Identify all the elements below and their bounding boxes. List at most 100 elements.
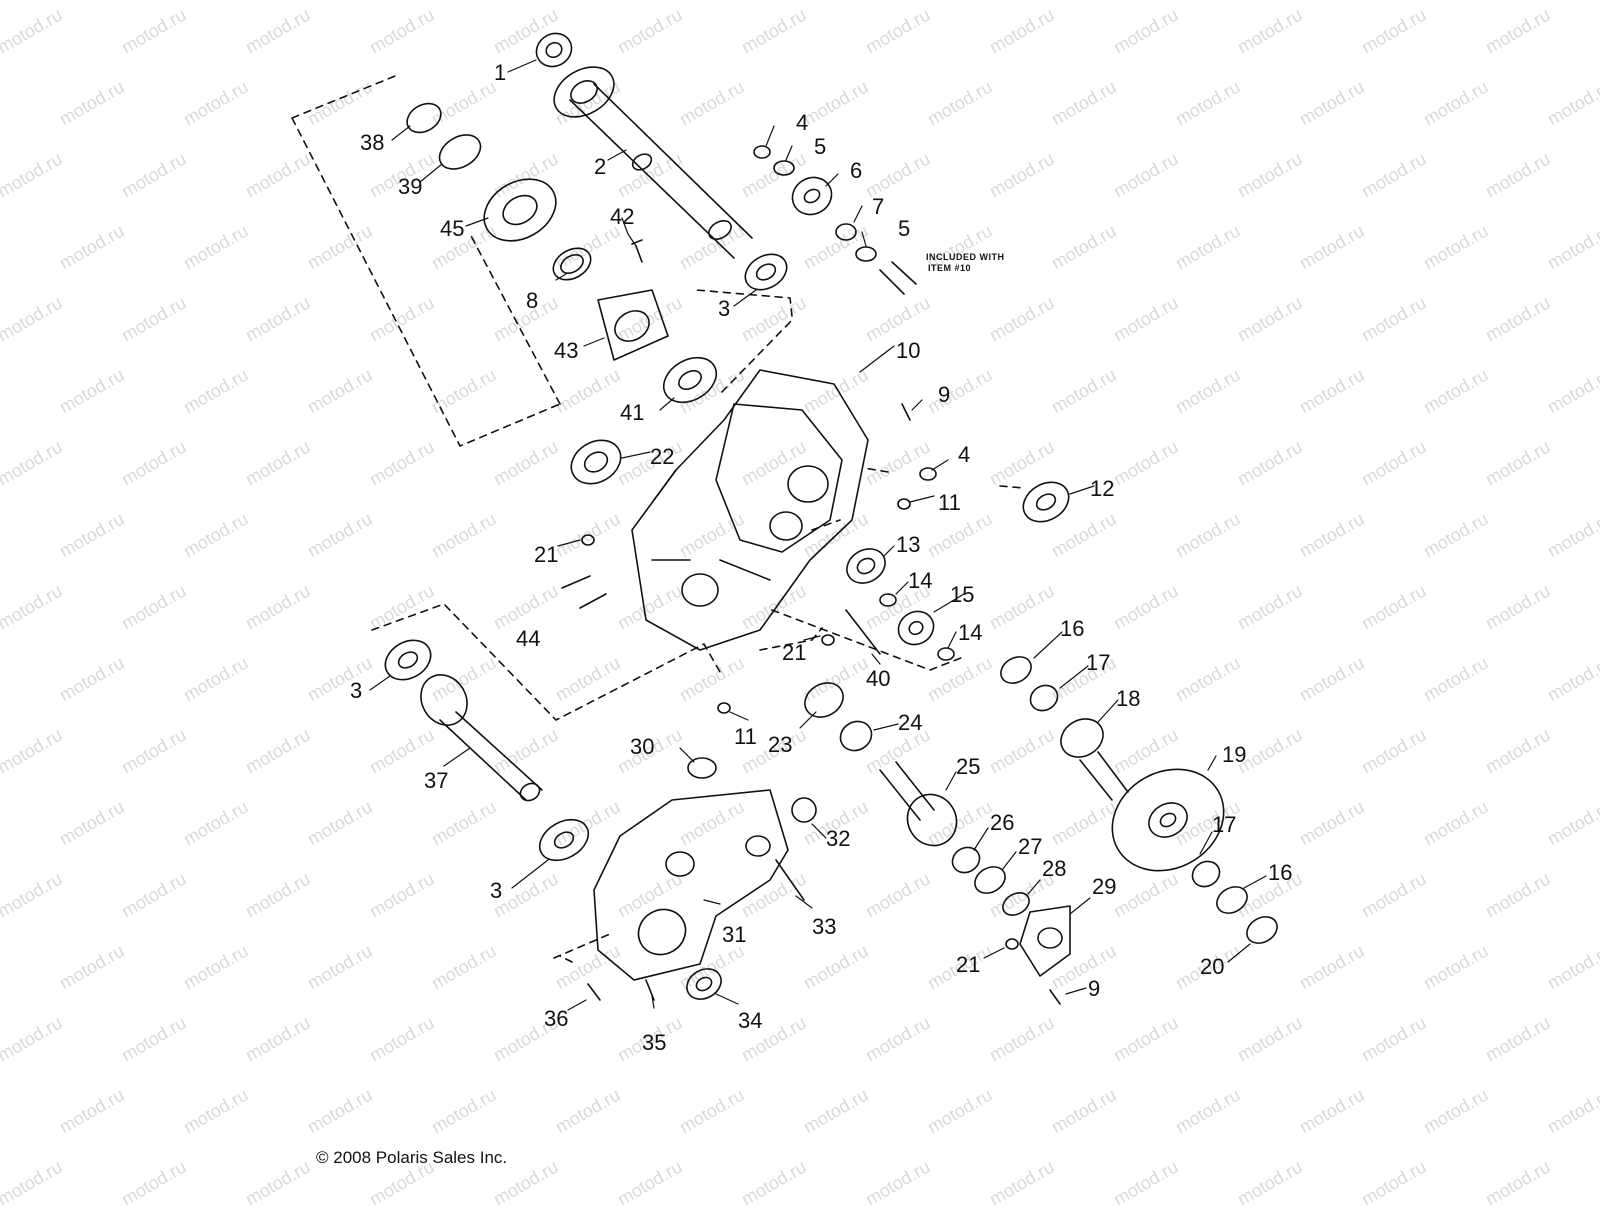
bolts-44 — [561, 575, 607, 609]
callout-label: 17 — [1212, 812, 1237, 837]
bolt-35 — [645, 979, 655, 1001]
bearing-41 — [662, 356, 718, 404]
pin-40 — [845, 609, 881, 655]
bearing-12 — [1022, 481, 1070, 523]
callout-label: 6 — [850, 158, 863, 183]
callout-label: 21 — [956, 952, 981, 977]
dashed-group-outline — [553, 933, 611, 963]
callout-label: 12 — [1090, 476, 1115, 501]
nut-11-top — [897, 498, 911, 510]
nut-11-lower — [717, 702, 731, 714]
callout-label: 5 — [898, 216, 911, 241]
callout-label: 32 — [826, 826, 851, 851]
ring-16-upper — [1000, 656, 1032, 684]
callout-leader-lines — [369, 59, 1267, 1011]
ring-14-lower — [937, 647, 955, 661]
bolt-36 — [587, 983, 601, 1001]
callout-label: 26 — [990, 810, 1015, 835]
pin-included — [879, 261, 917, 295]
shaft-37 — [420, 674, 543, 802]
seal-34 — [686, 968, 722, 1000]
bearing-26 — [951, 846, 981, 874]
callout-label: 45 — [440, 216, 465, 241]
ring-4-top — [753, 145, 771, 159]
callout-label: 39 — [398, 174, 423, 199]
included-note: INCLUDED WITH ITEM #10 — [926, 252, 1005, 274]
callout-label: 16 — [1268, 860, 1293, 885]
bolt-9-top — [901, 403, 911, 421]
ring-16-lower — [1216, 886, 1248, 914]
callout-label: 11 — [734, 724, 757, 749]
callout-label: 31 — [722, 922, 747, 947]
callout-label: 21 — [782, 640, 807, 665]
gear-19 — [1111, 768, 1225, 872]
callout-label: 2 — [594, 154, 607, 179]
main-shaft-assembly — [535, 32, 753, 259]
callout-label: 40 — [866, 666, 891, 691]
callout-label: 3 — [350, 678, 363, 703]
callout-label: 35 — [642, 1030, 667, 1055]
snap-ring-20 — [1246, 916, 1278, 944]
callout-label: 9 — [1088, 976, 1101, 1001]
sleeve-8 — [552, 247, 592, 281]
callout-label: 41 — [620, 400, 645, 425]
ring-27 — [974, 866, 1006, 894]
callout-label: 3 — [718, 296, 731, 321]
bearing-7 — [835, 223, 857, 241]
callout-label: 15 — [950, 582, 975, 607]
gear-45 — [483, 178, 557, 242]
callout-label: 38 — [360, 130, 385, 155]
callout-label: 28 — [1042, 856, 1067, 881]
sleeve-23 — [804, 682, 844, 718]
callout-label: 43 — [554, 338, 579, 363]
callout-label: 19 — [1222, 742, 1247, 767]
callout-label: 16 — [1060, 616, 1085, 641]
bolt-33 — [775, 859, 805, 901]
callout-label: 17 — [1086, 650, 1111, 675]
bearing-3-left — [384, 639, 432, 681]
snap-ring-38 — [406, 102, 442, 134]
seal-13 — [846, 548, 886, 584]
shaft-18 — [1060, 718, 1129, 801]
bearing-24 — [839, 720, 873, 752]
callout-label: 30 — [630, 734, 655, 759]
callout-label: 8 — [526, 288, 539, 313]
callout-label: 24 — [898, 710, 923, 735]
transmission-case-10 — [631, 369, 869, 651]
callout-label: 36 — [544, 1006, 569, 1031]
callout-label: 1 — [494, 60, 507, 85]
callout-label: 29 — [1092, 874, 1117, 899]
bearing-3-top — [744, 253, 788, 291]
callout-label: 27 — [1018, 834, 1043, 859]
bolt-9-lower — [1049, 989, 1061, 1005]
plug-30 — [687, 757, 717, 779]
callout-label: 21 — [534, 542, 559, 567]
washer-5-top — [773, 160, 795, 176]
callout-label: 4 — [958, 442, 971, 467]
callout-label: 10 — [896, 338, 921, 363]
copyright-text: © 2008 Polaris Sales Inc. — [316, 1148, 508, 1167]
ring-14-upper — [879, 593, 897, 607]
callout-label: 22 — [650, 444, 675, 469]
dashed-group-outline — [291, 73, 561, 447]
callout-label: 44 — [516, 626, 541, 651]
callout-label: 11 — [938, 490, 961, 515]
callout-label: 20 — [1200, 954, 1225, 979]
ring-28 — [1002, 892, 1030, 916]
callout-label: 25 — [956, 754, 981, 779]
plug-32 — [791, 797, 817, 823]
callout-label: 34 — [738, 1008, 763, 1033]
callout-label: 5 — [814, 134, 827, 159]
included-note-line: INCLUDED WITH — [926, 252, 1005, 262]
callout-label: 18 — [1116, 686, 1141, 711]
dashed-group-outline — [695, 289, 795, 393]
bearing-3-lower — [538, 818, 590, 862]
washer-39 — [438, 134, 482, 170]
seal-22 — [570, 439, 622, 485]
dashed-group-outline — [371, 603, 721, 721]
callout-label: 33 — [812, 914, 837, 939]
gear-15 — [897, 610, 935, 646]
callout-label: 42 — [610, 204, 635, 229]
